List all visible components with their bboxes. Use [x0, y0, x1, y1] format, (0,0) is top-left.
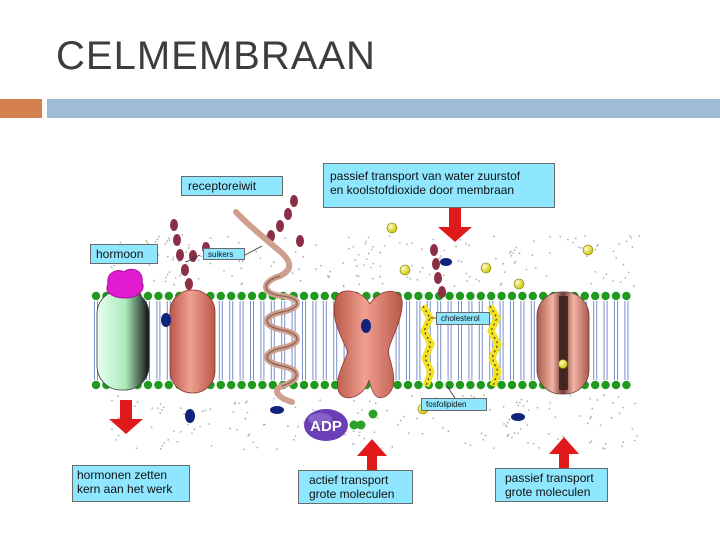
phospholipid-head — [320, 291, 329, 301]
phospholipid-head — [91, 380, 101, 390]
phospholipid-head — [445, 380, 454, 390]
phospholipid-head — [258, 380, 267, 390]
phospholipid-head — [466, 380, 475, 390]
phospholipid-head — [247, 291, 257, 301]
phospholipid-head — [507, 291, 517, 301]
active-transport-label: actief transport grote moleculen — [298, 470, 413, 504]
phospholipid-head — [403, 380, 413, 390]
phospholipid-head — [518, 291, 527, 301]
adp-label: ADP — [310, 418, 342, 435]
sugars-label: suikers — [203, 248, 245, 260]
phospholipid-head — [591, 291, 600, 301]
channel-protein — [536, 291, 590, 395]
phospholipid-head — [237, 291, 246, 301]
adp-molecule: ADP — [304, 409, 378, 441]
phospholipid-head — [258, 291, 267, 301]
phospholipid-head — [143, 380, 153, 390]
phospholipid-head — [154, 291, 163, 301]
phospholipid-head — [227, 291, 236, 301]
active-transport-protein — [333, 290, 403, 399]
arrow-down-hormone — [109, 400, 143, 434]
phospholipid-head — [424, 291, 433, 301]
phospholipid-head — [476, 291, 485, 301]
green-receptor-protein — [96, 268, 150, 391]
phospholipid-head — [445, 291, 454, 301]
transport-arrows — [109, 208, 579, 470]
phospholipid-head — [466, 291, 475, 301]
phospholipid-head — [497, 291, 506, 301]
sugar-chains — [170, 195, 446, 298]
label-leader-lines — [185, 245, 456, 399]
phospholipid-head — [91, 291, 101, 301]
phospholipid-head — [247, 380, 257, 390]
phospholipid-head — [528, 291, 537, 301]
title-accent-orange — [0, 99, 42, 118]
cholesterol-label: cholesterol — [436, 312, 490, 325]
phospholipid-head — [393, 380, 402, 390]
receptor-protein — [169, 289, 216, 394]
phospholipid-head — [622, 380, 631, 390]
phospholipid-head — [310, 291, 319, 301]
phospholipid-head — [154, 380, 163, 390]
phospholipid-head — [403, 291, 413, 301]
phospholipid-head — [216, 380, 225, 390]
phospholipid-head — [414, 380, 423, 390]
phospholipid-head — [497, 380, 506, 390]
phospholipid-head — [310, 380, 319, 390]
phospholipid-head — [237, 380, 246, 390]
phospholipid-head — [164, 380, 173, 390]
passive-large-transport-label: passief transport grote moleculen — [495, 468, 608, 502]
phospholipid-head — [216, 291, 225, 301]
hormone-effect-label: hormonen zetten kern aan het werk — [72, 465, 190, 502]
phospholipid-head — [455, 291, 465, 301]
slide-title: CELMEMBRAAN — [56, 34, 376, 78]
phospholipid-head — [518, 380, 527, 390]
phospholipid-head — [528, 380, 537, 390]
phospholipid-head — [611, 291, 621, 301]
phospholipid-head — [320, 380, 329, 390]
yellow-molecules — [386, 222, 594, 415]
arrow-up-passive — [549, 437, 579, 468]
arrow-up-active — [357, 439, 387, 470]
phospholipid-head — [476, 380, 485, 390]
phospholipid-head — [580, 291, 589, 301]
phospholipids-label: fosfolipiden — [421, 398, 487, 411]
phospholipid-head — [611, 380, 621, 390]
phospholipid-head — [601, 380, 610, 390]
phospholipid-head — [591, 380, 600, 390]
phospholipid-head — [507, 380, 517, 390]
phospholipid-head — [164, 291, 173, 301]
phospholipid-head — [143, 291, 153, 301]
phospholipid-head — [299, 291, 309, 301]
helix-protein — [233, 209, 300, 405]
blue-molecules — [161, 258, 525, 423]
arrow-down-gas — [438, 208, 472, 242]
phospholipid-head — [227, 380, 236, 390]
phospholipid-head — [435, 380, 444, 390]
phospholipid-head — [601, 291, 610, 301]
title-accent-blue — [47, 99, 720, 118]
hormone-molecule — [106, 268, 144, 299]
phospholipid-head — [268, 380, 277, 390]
phospholipid-head — [299, 380, 309, 390]
phospholipid-head — [414, 291, 423, 301]
phospholipid-head — [622, 291, 631, 301]
hormone-label: hormoon — [90, 244, 158, 264]
passive-gas-transport-label: passief transport van water zuurstof en … — [323, 163, 555, 208]
receptor-protein-label: receptoreiwit — [181, 176, 283, 196]
phospholipid-head — [455, 380, 465, 390]
phospholipid-head — [487, 291, 496, 301]
